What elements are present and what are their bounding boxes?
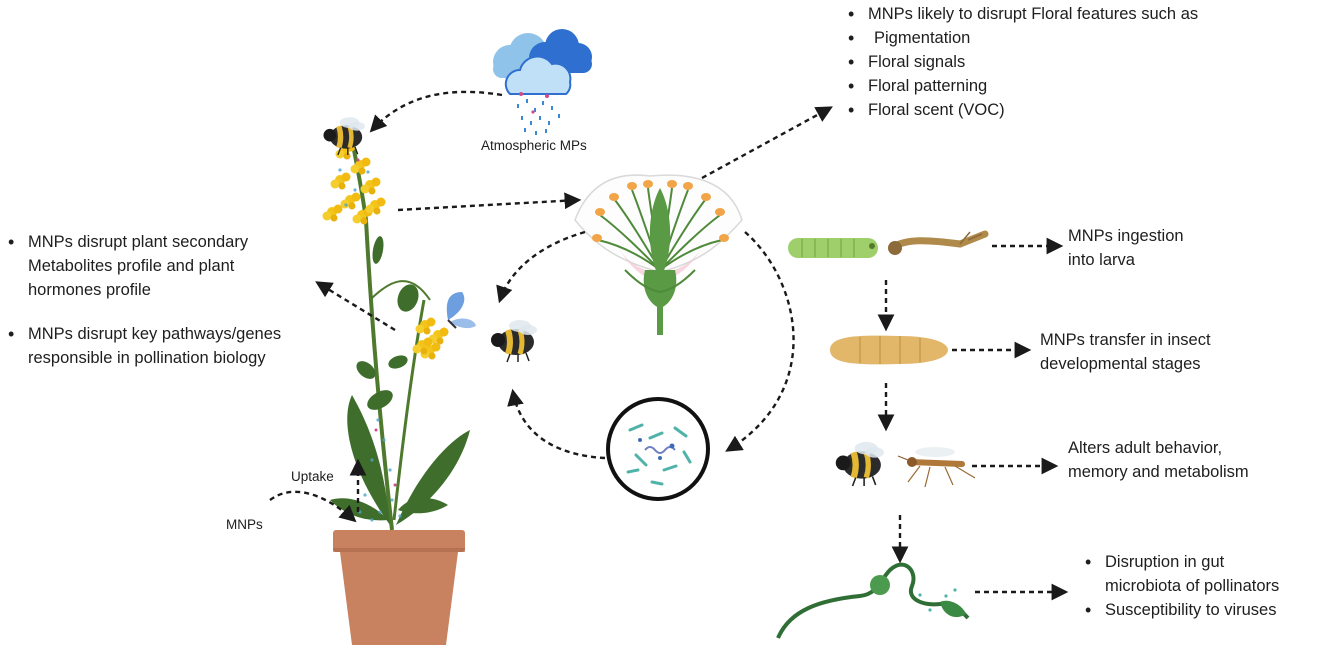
adult-behavior-line1: Alters adult behavior, bbox=[1068, 439, 1223, 457]
note-secondary-metabolites-line3: hormones profile bbox=[28, 281, 151, 299]
note-key-pathways-line2: responsible in pollination biology bbox=[28, 349, 266, 367]
adult-mosquito-icon bbox=[897, 447, 976, 488]
floral-feature-item: Floral patterning bbox=[846, 74, 1198, 98]
adult-behavior-text: Alters adult behavior, memory and metabo… bbox=[1068, 436, 1249, 484]
arrow-cloud-to-bee bbox=[369, 90, 503, 133]
floral-feature-item: Floral scent (VOC) bbox=[846, 98, 1198, 122]
floral-features-block: MNPs likely to disrupt Floral features s… bbox=[846, 2, 1198, 122]
gut-microbiota-icon bbox=[606, 397, 710, 501]
butterfly-icon bbox=[446, 292, 476, 329]
atmospheric-cloud-icon bbox=[493, 29, 592, 135]
larva-ingestion-line1: MNPs ingestion bbox=[1068, 227, 1184, 245]
flower-cross-section-icon bbox=[574, 174, 743, 335]
pupa-icon bbox=[830, 335, 948, 365]
larva-ingestion-line2: into larva bbox=[1068, 251, 1135, 269]
mnps-soil-label: MNPs bbox=[226, 517, 263, 532]
adult-behavior-line2: memory and metabolism bbox=[1068, 463, 1249, 481]
developmental-transfer-text: MNPs transfer in insect developmental st… bbox=[1040, 328, 1211, 376]
floral-feature-item: Floral signals bbox=[846, 50, 1198, 74]
arrow-flower-to-bee bbox=[496, 230, 586, 304]
adult-bee-icon bbox=[836, 442, 884, 486]
left-notes-block: MNPs disrupt plant secondary Metabolites… bbox=[6, 230, 281, 370]
uptake-label: Uptake bbox=[291, 469, 334, 484]
arrow-flower-to-microbiota bbox=[725, 231, 795, 452]
gut-disruption-line1: Disruption in gut bbox=[1083, 550, 1279, 574]
note-key-pathways-line1: MNPs disrupt key pathways/genes bbox=[6, 322, 281, 346]
developmental-transfer-line2: developmental stages bbox=[1040, 355, 1201, 373]
arrow-plant-to-left-notes bbox=[315, 281, 396, 332]
atmospheric-mps-label: Atmospheric MPs bbox=[481, 138, 587, 153]
caterpillar-larva-icon bbox=[788, 238, 878, 258]
arrow-mnps-soil bbox=[269, 490, 357, 523]
developmental-transfer-line1: MNPs transfer in insect bbox=[1040, 331, 1211, 349]
floral-feature-item: Pigmentation bbox=[846, 26, 1198, 50]
gut-disruption-line2: microbiota of pollinators bbox=[1105, 577, 1280, 595]
floral-features-heading: MNPs likely to disrupt Floral features s… bbox=[846, 2, 1198, 26]
arrow-plant-to-flower bbox=[397, 192, 582, 212]
arrow-flower-to-floral-features bbox=[701, 106, 833, 180]
insect-gut-icon bbox=[776, 562, 970, 639]
arrow-microbiota-to-bee bbox=[507, 388, 606, 460]
note-secondary-metabolites-line2: Metabolites profile and plant bbox=[28, 257, 235, 275]
potted-plant-illustration bbox=[322, 139, 470, 645]
bee-pollinator-icon bbox=[491, 320, 537, 362]
note-secondary-metabolites-line1: MNPs disrupt plant secondary bbox=[6, 230, 281, 254]
gut-effects-block: Disruption in gut microbiota of pollinat… bbox=[1083, 550, 1279, 622]
mosquito-larva-icon bbox=[888, 230, 989, 255]
larva-ingestion-text: MNPs ingestion into larva bbox=[1068, 224, 1184, 272]
virus-susceptibility-item: Susceptibility to viruses bbox=[1083, 598, 1279, 622]
flow-arrows bbox=[269, 90, 1069, 601]
